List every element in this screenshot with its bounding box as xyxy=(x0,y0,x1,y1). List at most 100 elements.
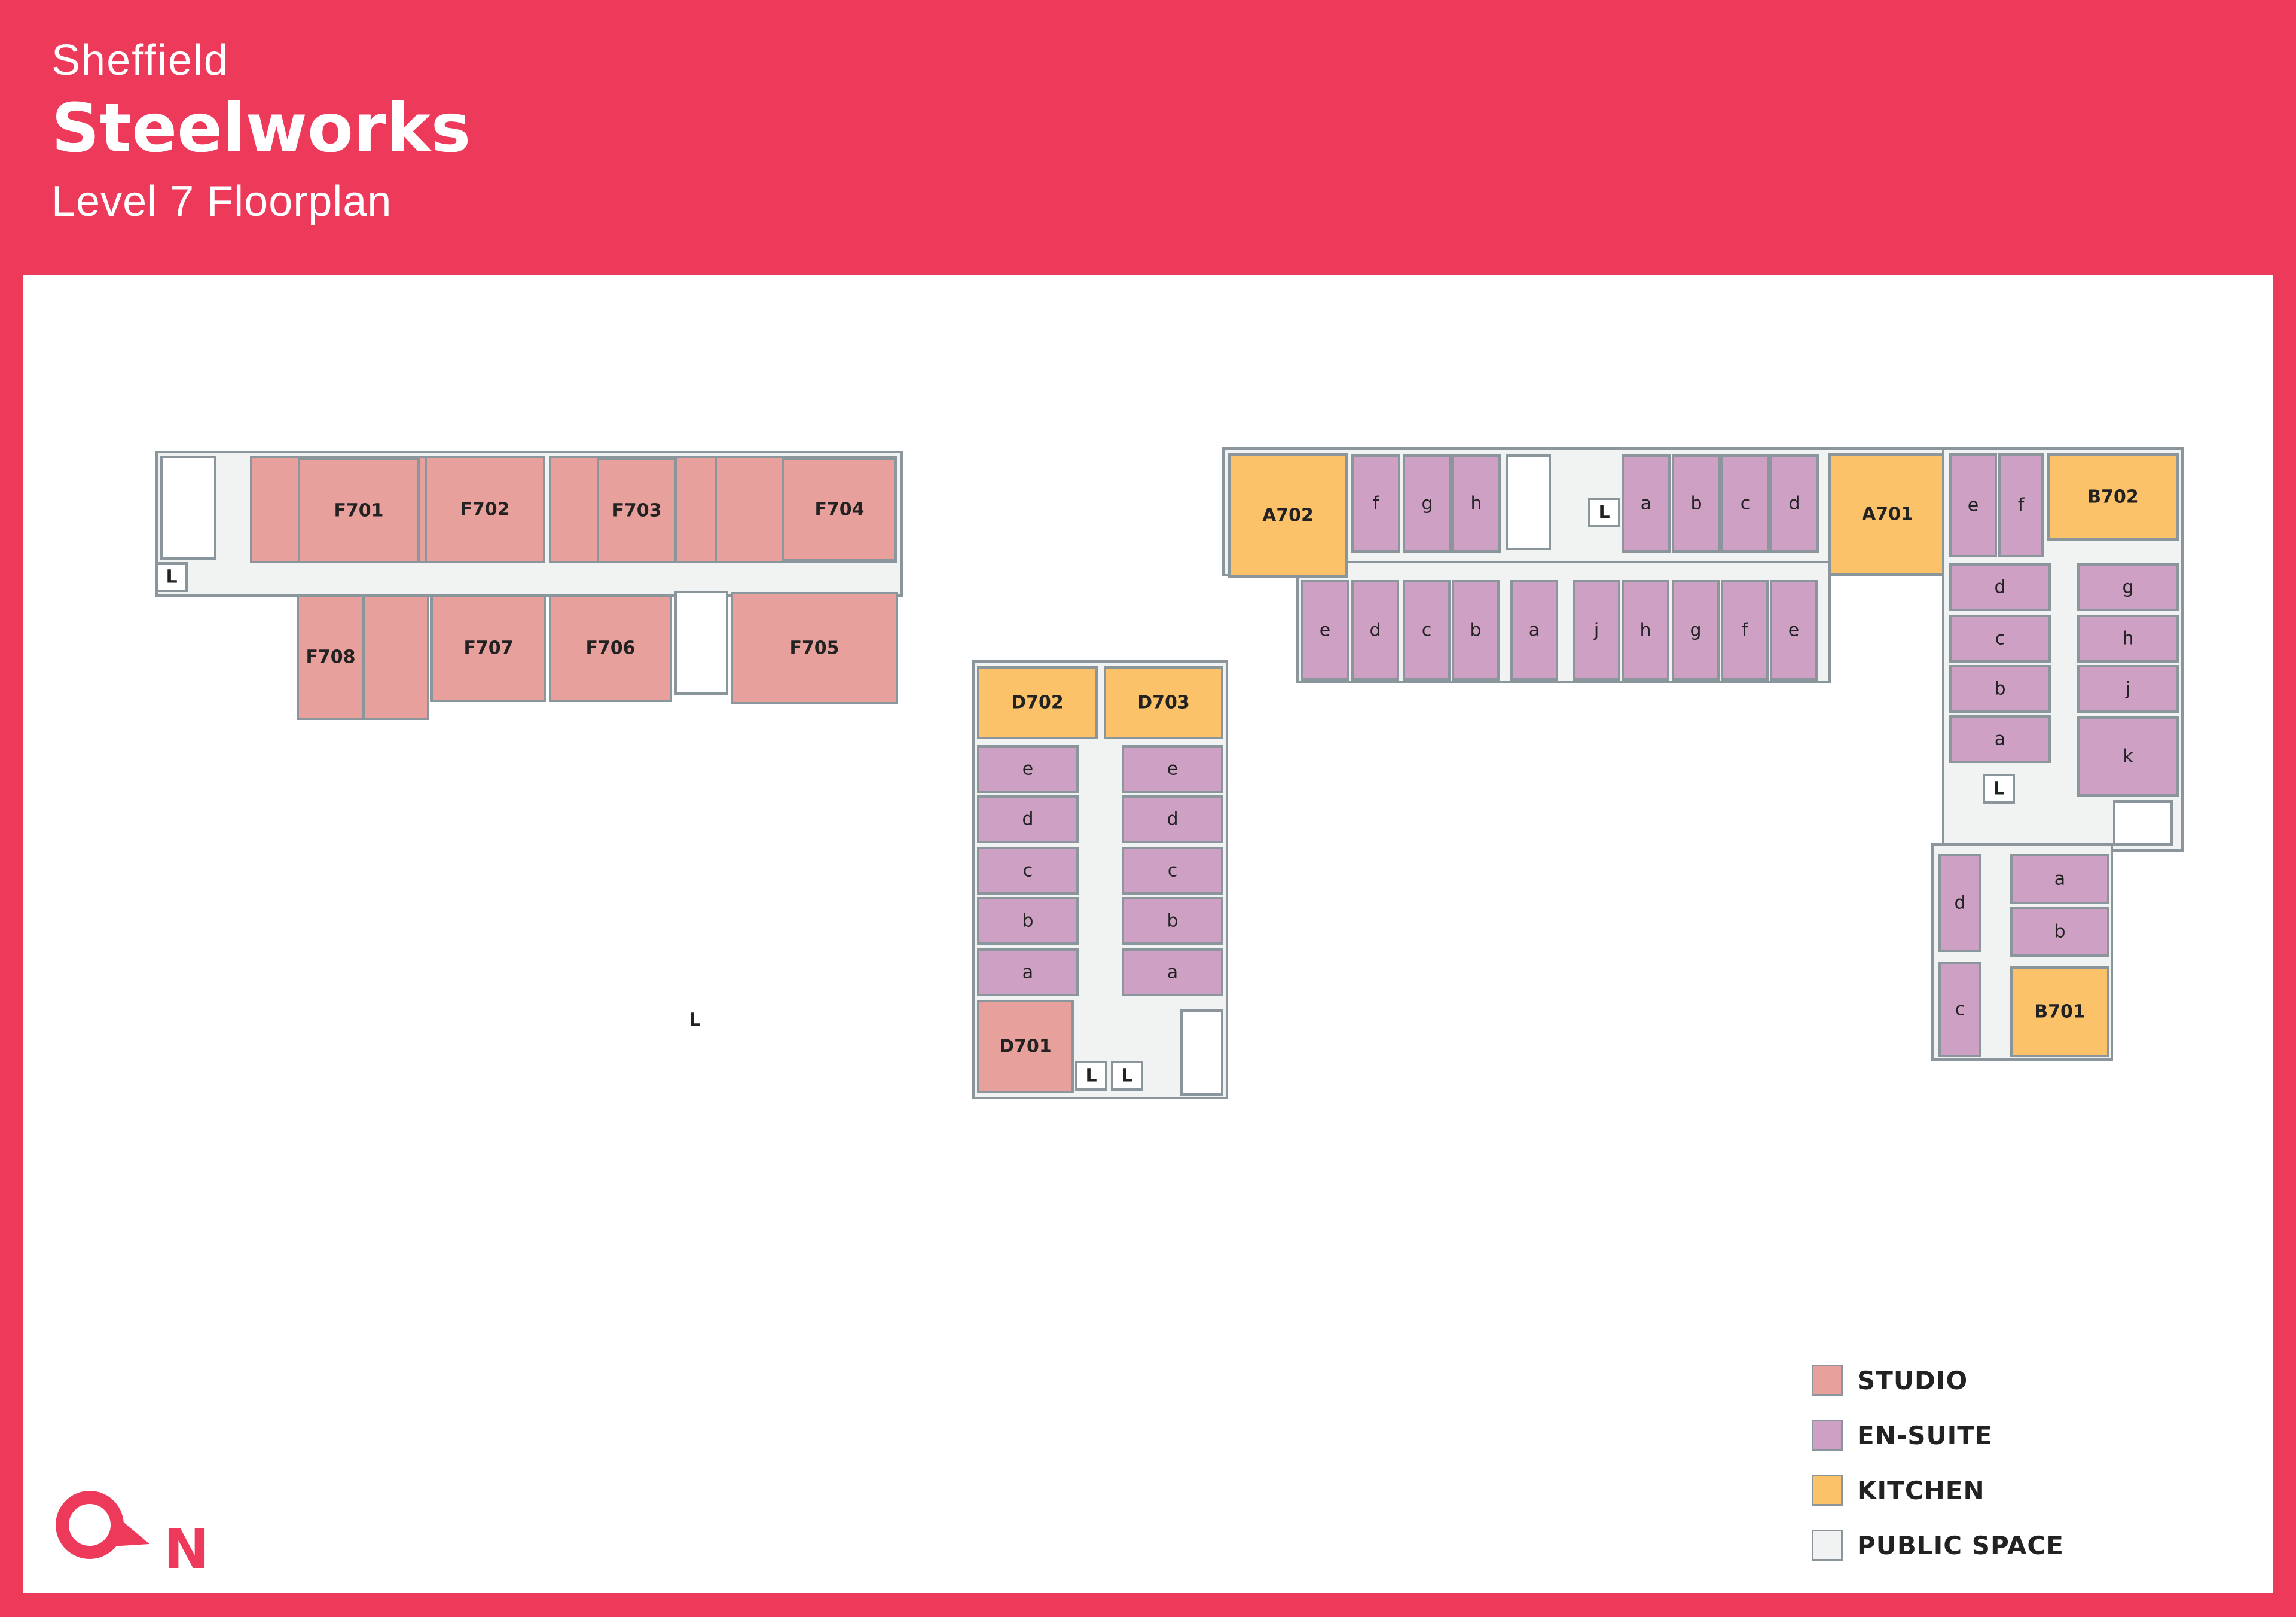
floor-subtitle: Level 7 Floorplan xyxy=(51,178,392,225)
b-east-ensuite-2-label: j xyxy=(2125,679,2130,700)
b-west-ensuite-3 xyxy=(1949,615,2051,663)
legend-item-public: PUBLIC SPACE xyxy=(1812,1518,2064,1573)
legend: STUDIO EN-SUITE KITCHEN PUBLIC SPACE xyxy=(1812,1353,2064,1573)
d-east-ensuite-2-label: c xyxy=(1168,861,1178,881)
a-south-ensuite-2-label: c xyxy=(1422,620,1432,641)
a-north-ensuite-6 xyxy=(1770,454,1819,553)
legend-swatch-studio xyxy=(1812,1365,1843,1396)
legend-swatch-public xyxy=(1812,1530,1843,1561)
legend-item-ensuite: EN-SUITE xyxy=(1812,1408,2064,1463)
b-west-ensuite-2-label: d xyxy=(1994,577,2005,598)
room-f702 xyxy=(425,456,545,563)
a-south-ensuite-3-label: b xyxy=(1470,620,1481,641)
b-west-ensuite-f xyxy=(1998,453,2044,557)
kitchen-a701 xyxy=(1828,453,1947,575)
kitchen-a701-label: A701 xyxy=(1862,504,1913,525)
a-north-ensuite-0 xyxy=(1351,454,1400,553)
a-south-ensuite-8 xyxy=(1721,580,1769,681)
kitchen-a702 xyxy=(1228,453,1348,578)
a-south-ensuite-6 xyxy=(1622,580,1669,681)
a-north-ensuite-4 xyxy=(1672,454,1721,553)
a-north-ensuite-6-label: d xyxy=(1788,493,1800,514)
a-south-ensuite-1 xyxy=(1351,580,1399,681)
kitchen-b701 xyxy=(2010,966,2109,1057)
d-west-ensuite-3 xyxy=(977,897,1079,945)
b-east-ensuite-0 xyxy=(2077,563,2179,611)
b-west-ensuite-4-label: b xyxy=(1994,679,2005,700)
room-f701-label: F701 xyxy=(334,501,383,521)
b-lower-ensuite-b xyxy=(2010,907,2109,957)
b-west-ensuite-e xyxy=(1949,453,1997,557)
room-f707-label: F707 xyxy=(463,638,513,659)
d-west-ensuite-3-label: b xyxy=(1022,911,1033,932)
a-north-ensuite-1 xyxy=(1403,454,1452,553)
legend-label-kitchen: KITCHEN xyxy=(1857,1475,1985,1505)
a-north-ensuite-2 xyxy=(1452,454,1501,553)
b-west-ensuite-f-label: f xyxy=(2018,495,2025,516)
b-lower-ensuite-a-label: a xyxy=(2054,869,2065,890)
a-north-ensuite-5 xyxy=(1721,454,1770,553)
room-f705 xyxy=(731,592,898,704)
b-block-stair xyxy=(2113,800,2173,846)
room-f708 xyxy=(297,594,365,720)
b-lower-ensuite-d xyxy=(1938,854,1981,952)
room-f706 xyxy=(549,594,672,702)
d-east-ensuite-4 xyxy=(1122,948,1223,996)
d-east-ensuite-3-label: b xyxy=(1167,911,1178,932)
room-f704-label: F704 xyxy=(814,499,864,520)
compass-pointer xyxy=(111,1512,149,1546)
a-south-ensuite-8-label: f xyxy=(1742,620,1749,641)
city-label: Sheffield xyxy=(51,36,229,84)
b-west-ensuite-2 xyxy=(1949,563,2051,611)
f-block-stair-west xyxy=(160,456,216,560)
d-west-ensuite-4-label: a xyxy=(1022,962,1033,983)
b-east-ensuite-0-label: g xyxy=(2122,577,2133,598)
d-lift-1: L xyxy=(1121,1066,1132,1087)
north-arrow-icon: N xyxy=(56,1491,210,1581)
b-west-ensuite-e-label: e xyxy=(1968,495,1979,516)
b-east-ensuite-1 xyxy=(2077,615,2179,663)
kitchen-d703 xyxy=(1104,666,1223,739)
kitchen-a702-label: A702 xyxy=(1262,505,1314,526)
d-lift-1-box xyxy=(1111,1061,1143,1091)
d-west-ensuite-0-label: e xyxy=(1022,759,1033,780)
d-east-ensuite-3 xyxy=(1122,897,1223,945)
d-east-ensuite-1-label: d xyxy=(1167,809,1178,830)
d-east-ensuite-2 xyxy=(1122,847,1223,895)
room-f702-label: F702 xyxy=(460,499,509,520)
d-west-ensuite-1-label: d xyxy=(1022,809,1033,830)
a-north-ensuite-3-label: a xyxy=(1641,493,1651,514)
legend-item-kitchen: KITCHEN xyxy=(1812,1463,2064,1518)
room-f705-label: F705 xyxy=(789,638,839,659)
a-north-ensuite-3 xyxy=(1622,454,1671,553)
room-f703-label: F703 xyxy=(612,501,661,521)
b-lower-ensuite-a xyxy=(2010,854,2109,904)
kitchen-d702-label: D702 xyxy=(1011,692,1064,713)
f-lift-box xyxy=(155,562,188,592)
legend-swatch-ensuite xyxy=(1812,1420,1843,1451)
compass-ring xyxy=(56,1491,124,1559)
a-north-ensuite-1-label: g xyxy=(1421,493,1433,514)
a-lift-box xyxy=(1588,498,1620,527)
b-west-ensuite-5-label: a xyxy=(1995,729,2005,750)
legend-item-studio: STUDIO xyxy=(1812,1353,2064,1408)
a-south-ensuite-0 xyxy=(1301,580,1349,681)
room-f701 xyxy=(298,458,420,563)
b-east-ensuite-k-label: k xyxy=(2123,746,2133,767)
b-east-ensuite-1-label: h xyxy=(2122,629,2133,649)
site-lift-label: L xyxy=(689,1010,700,1031)
building-title: Steelworks xyxy=(51,90,471,167)
kitchen-b702 xyxy=(2047,453,2179,541)
legend-label-ensuite: EN-SUITE xyxy=(1857,1420,1993,1450)
f-block-stair-central xyxy=(674,591,728,695)
b-east-ensuite-k xyxy=(2077,716,2179,797)
room-f707 xyxy=(430,594,546,702)
d-lift-0-box xyxy=(1075,1061,1107,1091)
d-west-ensuite-2 xyxy=(977,847,1079,895)
a-north-ensuite-2-label: h xyxy=(1470,493,1482,514)
room-d701 xyxy=(977,1000,1074,1093)
a-south-ensuite-3 xyxy=(1452,580,1500,681)
north-label: N xyxy=(164,1517,210,1581)
b-lift: L xyxy=(1993,779,2004,800)
